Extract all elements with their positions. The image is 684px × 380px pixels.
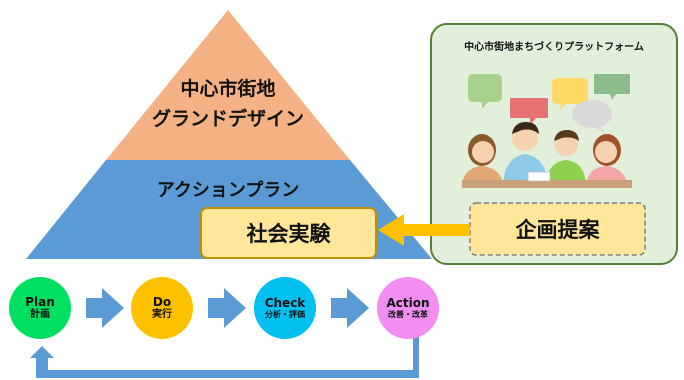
action-circle: Action 改善・改革 bbox=[377, 277, 439, 339]
proposal-label: 企画提案 bbox=[515, 218, 600, 242]
do-label: Do bbox=[152, 294, 172, 309]
check-circle: Check 分析・評価 bbox=[254, 277, 316, 339]
action-sublabel: 改善・改革 bbox=[388, 310, 428, 320]
cycle-arrow-1 bbox=[86, 288, 124, 328]
pyramid-middle-label: アクションプラン bbox=[156, 180, 300, 201]
pyramid-top-line1: 中心市街地 bbox=[180, 78, 276, 100]
social-experiment-label: 社会実験 bbox=[246, 222, 331, 246]
feedback-arrow bbox=[30, 336, 419, 378]
platform-title: 中心市街地まちづくりプラットフォーム bbox=[464, 42, 644, 53]
action-label: Action bbox=[386, 296, 430, 310]
check-label: Check bbox=[264, 296, 306, 310]
social-experiment-box bbox=[200, 207, 377, 259]
pyramid-top-section bbox=[106, 10, 350, 160]
meeting-table bbox=[462, 180, 632, 188]
plan-sublabel: 計画 bbox=[30, 309, 50, 321]
do-sublabel: 実行 bbox=[152, 309, 172, 321]
plan-circle: Plan 計画 bbox=[9, 277, 71, 339]
speech-bubble-red bbox=[510, 98, 548, 125]
proposal-arrow bbox=[378, 214, 470, 246]
cycle-arrow-2 bbox=[208, 288, 246, 328]
check-sublabel: 分析・評価 bbox=[265, 310, 305, 320]
do-circle: Do 実行 bbox=[131, 277, 193, 339]
plan-label: Plan bbox=[25, 294, 55, 309]
proposal-box bbox=[469, 202, 646, 256]
speech-bubble-yellow bbox=[552, 78, 588, 110]
meeting-illustration bbox=[462, 74, 632, 188]
speech-bubble-gray bbox=[572, 100, 612, 134]
speech-bubble-green bbox=[468, 74, 502, 109]
speech-bubble-green-small bbox=[594, 74, 630, 100]
cycle-arrow-3 bbox=[331, 288, 369, 328]
pyramid-top-line2: グランドデザイン bbox=[151, 108, 304, 130]
